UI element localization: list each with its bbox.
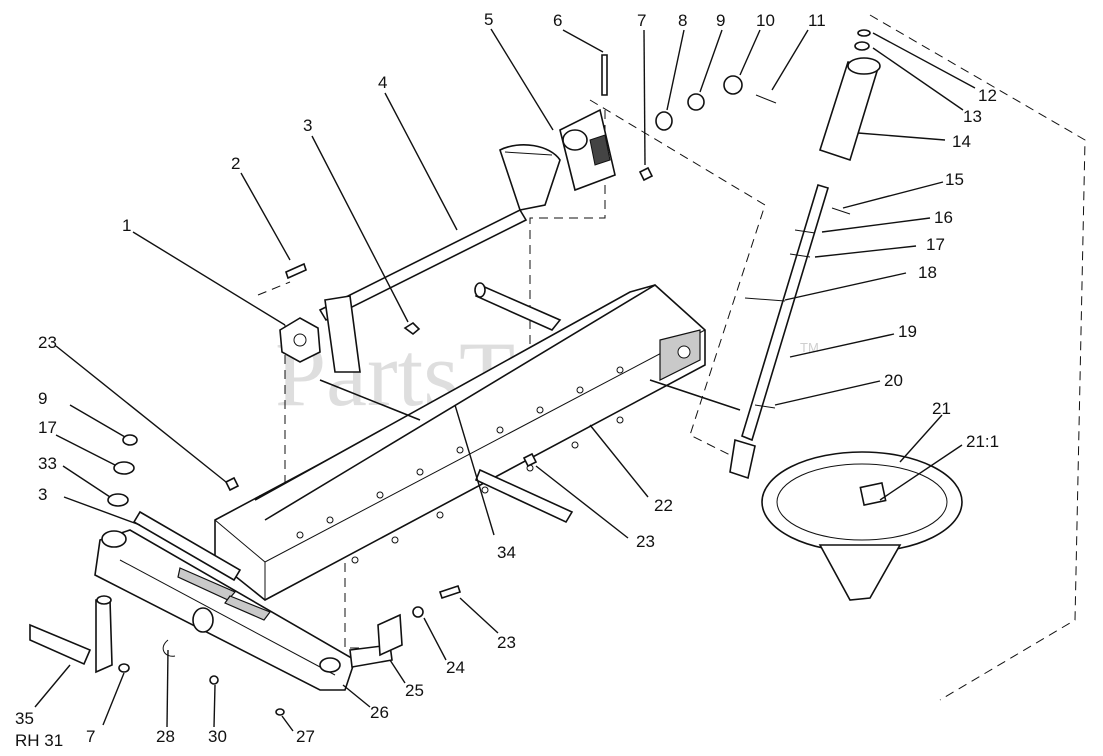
callout-10: 10	[756, 11, 775, 30]
callout-16: 16	[934, 208, 953, 227]
callout-8: 8	[678, 11, 687, 30]
bracket-26	[377, 613, 403, 657]
steering-column	[729, 29, 881, 480]
main-frame	[214, 282, 741, 601]
callout-7-top: 7	[637, 11, 646, 30]
callout-9-top: 9	[716, 11, 725, 30]
callout-21: 21	[932, 399, 951, 418]
callout-27: 26	[370, 703, 389, 722]
callout-34: 9	[38, 389, 47, 408]
spindle-31-32	[29, 595, 113, 674]
callout-22: 22	[654, 496, 673, 515]
front-axle	[94, 529, 356, 691]
callout-13: 13	[963, 107, 982, 126]
small-hardware	[118, 452, 538, 716]
steering-wheel	[761, 451, 963, 601]
callout-3-top: 3	[303, 116, 312, 135]
callout-35: 34	[497, 543, 516, 562]
callout-labels: 1 2 3 4 5 6 7 8 9 10 11 12 13 14 15 16 1…	[15, 10, 999, 750]
callout-11: 11	[808, 11, 826, 30]
callout-2: 2	[231, 154, 240, 173]
callout-23-bottom: 23	[636, 532, 655, 551]
washer-9	[687, 93, 705, 111]
callout-14: 14	[952, 132, 971, 151]
callout-17-left: 33	[38, 454, 57, 473]
callout-33: 3	[38, 485, 47, 504]
nut-3	[403, 321, 421, 336]
callout-12: 12	[978, 86, 997, 105]
callout-23-left: 23	[38, 333, 57, 352]
callout-3-bottom: 7	[86, 727, 95, 746]
leader-lines	[34, 28, 976, 732]
callout-18: 18	[918, 263, 937, 282]
callout-19: 19	[898, 322, 917, 341]
bolt-2	[285, 262, 307, 280]
bolts-24-25	[412, 584, 462, 618]
callout-5: 5	[484, 10, 493, 29]
washers-9-17-34	[107, 434, 138, 507]
callout-20: 20	[884, 371, 903, 390]
callout-lh-32: RH 31	[15, 731, 63, 750]
bolt-6	[601, 54, 608, 96]
callout-28: 27	[296, 727, 315, 746]
callout-1: 1	[122, 216, 131, 235]
callout-26: 25	[405, 681, 424, 700]
cotter-pin-11	[755, 94, 777, 104]
callout-7-bottom: 30	[208, 727, 227, 746]
callout-30: 28	[156, 727, 175, 746]
callout-25: 24	[446, 658, 465, 677]
spacer-8	[655, 111, 673, 131]
callout-rh-31: 35	[15, 709, 34, 728]
callout-24: 23	[497, 633, 516, 652]
callout-21-1: 21:1	[966, 432, 999, 451]
steering-shaft-assembly	[318, 108, 616, 373]
flange-bearing	[279, 317, 321, 363]
frame-holes	[296, 345, 691, 564]
tie-rod	[132, 510, 393, 668]
nut-7	[638, 166, 654, 182]
callout-17-top: 17	[926, 235, 945, 254]
callout-6: 6	[553, 11, 562, 30]
castle-nut-10	[723, 75, 743, 95]
callout-9-left: 17	[38, 418, 57, 437]
callout-15: 15	[945, 170, 964, 189]
callout-4: 4	[378, 73, 387, 92]
